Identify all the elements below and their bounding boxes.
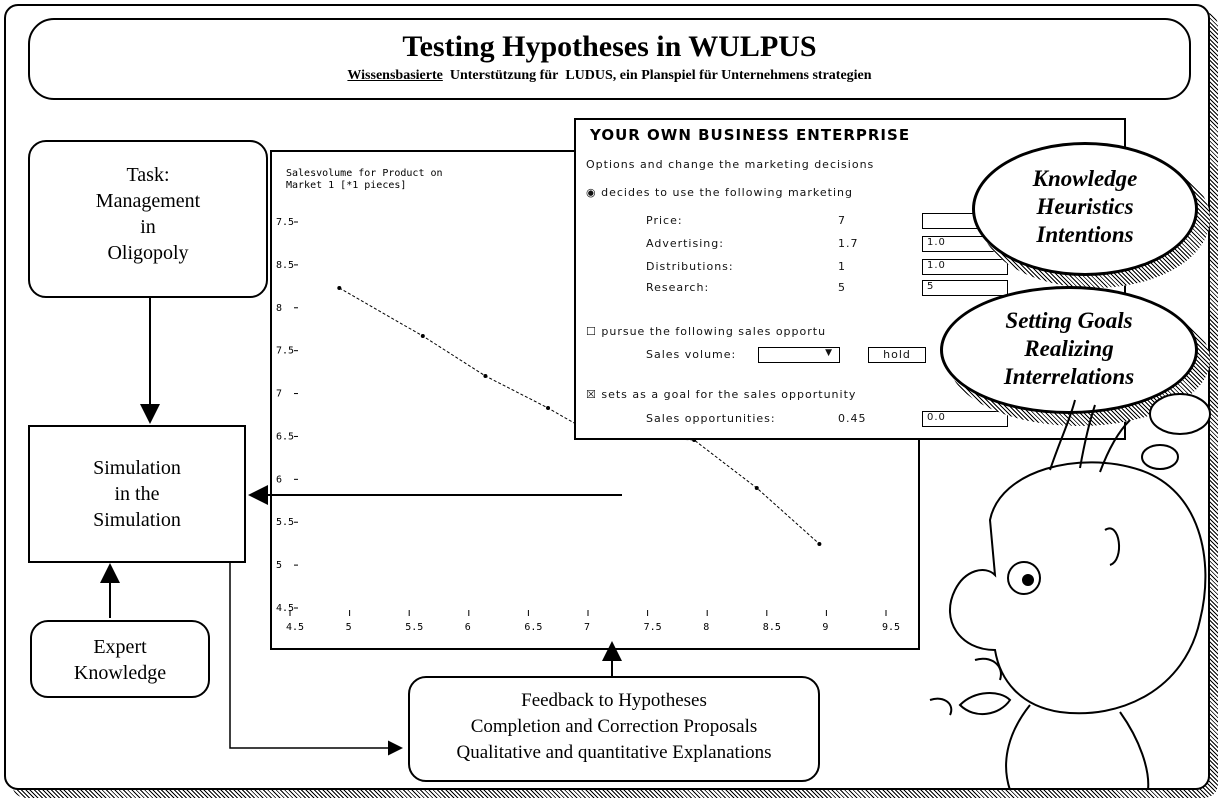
series-line — [339, 287, 820, 545]
expert-knowledge-box: Expert Knowledge — [30, 620, 210, 698]
thought-dot-icon — [1149, 393, 1211, 435]
simulation-line: Simulation — [93, 509, 181, 531]
checkbox-checked-icon[interactable]: ☒ — [586, 388, 602, 401]
research-label: Research: — [646, 281, 710, 294]
x-tick-label: 8 — [703, 622, 709, 633]
feedback-line: Qualitative and quantitative Explanation… — [456, 742, 772, 763]
thought-dot-icon — [1141, 444, 1179, 470]
x-tick-label: 8.5 — [763, 622, 781, 633]
checkbox-icon[interactable]: ☐ — [586, 325, 602, 338]
page-title: Testing Hypotheses in WULPUS — [402, 30, 817, 63]
advertising-label: Advertising: — [646, 237, 724, 250]
sales-volume-label: Sales volume: — [646, 348, 737, 361]
price-label: Price: — [646, 214, 683, 227]
chart-caption-line2: Market 1 [*1 pieces] — [286, 180, 407, 191]
sales-opportunities-label: Sales opportunities: — [646, 412, 776, 425]
y-tick-label: 6 — [276, 474, 282, 485]
feedback-box: Feedback to Hypotheses Completion and Co… — [408, 676, 820, 782]
sales-opportunities-value: 0.45 — [838, 412, 867, 425]
distributions-value: 1 — [838, 260, 846, 273]
feedback-line: Completion and Correction Proposals — [470, 716, 758, 737]
goals-line: Interrelations — [1003, 364, 1135, 389]
y-tick-label: 7.5 — [276, 346, 294, 357]
data-point — [754, 486, 759, 490]
knowledge-line: Heuristics — [1036, 194, 1134, 219]
x-tick-label: 6.5 — [524, 622, 542, 633]
business-line2-text: decides to use the following marketing — [601, 186, 853, 199]
task-line: Task: — [126, 164, 170, 186]
business-window-title: YOUR OWN BUSINESS ENTERPRISE — [590, 126, 911, 144]
pursue-text: pursue the following sales opportu — [601, 325, 827, 338]
task-box: Task: Management in Oligopoly — [28, 140, 268, 298]
sales-opportunities-field[interactable]: 0.0 — [922, 411, 1008, 427]
knowledge-line: Knowledge — [1032, 166, 1138, 191]
task-line: in — [140, 216, 156, 238]
sales-volume-dropdown[interactable]: ▼ — [758, 347, 840, 363]
y-tick-label: 6.5 — [276, 431, 294, 442]
subtitle-part: Unterstützung für — [449, 68, 559, 83]
chevron-down-icon: ▼ — [825, 348, 833, 358]
knowledge-bubble: Knowledge Heuristics Intentions — [972, 142, 1198, 276]
radio-icon[interactable]: ◉ — [586, 186, 602, 199]
hold-button[interactable]: hold — [868, 347, 926, 363]
subtitle-part: strategien — [812, 68, 872, 83]
y-tick-label: 7 — [276, 389, 282, 400]
page-subtitle: Wissensbasierte Unterstützung für LUDUS,… — [30, 68, 1189, 84]
x-tick-label: 5 — [346, 622, 352, 633]
simulation-box: Simulation in the Simulation — [28, 425, 246, 563]
research-value: 5 — [838, 281, 846, 294]
price-value: 7 — [838, 214, 846, 227]
chart-caption-line1: Salesvolume for Product on — [286, 168, 443, 179]
feedback-line: Feedback to Hypotheses — [521, 690, 707, 711]
x-tick-label: 9.5 — [882, 622, 900, 633]
distributions-label: Distributions: — [646, 260, 734, 273]
thinking-person-icon — [929, 399, 1207, 791]
title-box: Testing Hypotheses in WULPUS Wissensbasi… — [28, 18, 1191, 100]
goal-text: sets as a goal for the sales opportunity — [601, 388, 857, 401]
y-tick-label: 5.5 — [276, 517, 294, 528]
x-tick-label: 5.5 — [405, 622, 423, 633]
data-point — [483, 374, 488, 378]
x-tick-label: 4.5 — [286, 622, 304, 633]
task-line: Oligopoly — [107, 242, 189, 264]
goals-line: Setting Goals — [1005, 308, 1133, 333]
expert-line: Knowledge — [73, 662, 167, 684]
goals-bubble: Setting Goals Realizing Interrelations — [940, 286, 1198, 414]
expert-line: Expert — [93, 636, 147, 658]
simulation-to-feedback-arrow — [229, 563, 403, 756]
subtitle-part: Planspiel für — [641, 68, 718, 83]
data-point — [337, 286, 342, 290]
distributions-field[interactable]: 1.0 — [922, 259, 1008, 275]
advertising-value: 1.7 — [838, 237, 859, 250]
task-line: Management — [95, 190, 201, 212]
goals-line: Realizing — [1024, 336, 1114, 361]
business-line2: ◉ decides to use the following marketing — [586, 186, 853, 199]
y-tick-label: 8.5 — [276, 260, 294, 271]
y-tick-label: 7.5 — [276, 217, 294, 228]
x-tick-label: 9 — [822, 622, 828, 633]
goal-line: ☒ sets as a goal for the sales opportuni… — [586, 388, 856, 401]
x-tick-label: 7 — [584, 622, 590, 633]
business-line1: Options and change the marketing decisio… — [586, 158, 875, 171]
pursue-line: ☐ pursue the following sales opportu — [586, 325, 826, 338]
chart-caption: Salesvolume for Product on Market 1 [*1 … — [286, 168, 443, 192]
data-point — [546, 406, 551, 410]
data-point — [817, 542, 822, 546]
y-tick-label: 5 — [276, 560, 282, 571]
y-tick-label: 4.5 — [276, 603, 294, 614]
knowledge-line: Intentions — [1036, 222, 1134, 247]
data-point — [420, 334, 425, 338]
simulation-line: Simulation — [93, 457, 181, 479]
subtitle-part: LUDUS, ein — [565, 68, 638, 83]
subtitle-part: Unternehmens — [721, 68, 809, 83]
research-field[interactable]: 5 — [922, 280, 1008, 296]
x-tick-label: 7.5 — [644, 622, 662, 633]
x-tick-label: 6 — [465, 622, 471, 633]
chart-svg: 7.5 8.5 8 7.5 7 6.5 6 5.5 5 4.5 4.5 5 5.5 6 6.5 7 7.5 8 8.… — [276, 217, 900, 633]
y-tick-label: 8 — [276, 303, 282, 314]
subtitle-part: Wissensbasierte — [347, 68, 443, 83]
simulation-line: in the — [114, 483, 160, 505]
